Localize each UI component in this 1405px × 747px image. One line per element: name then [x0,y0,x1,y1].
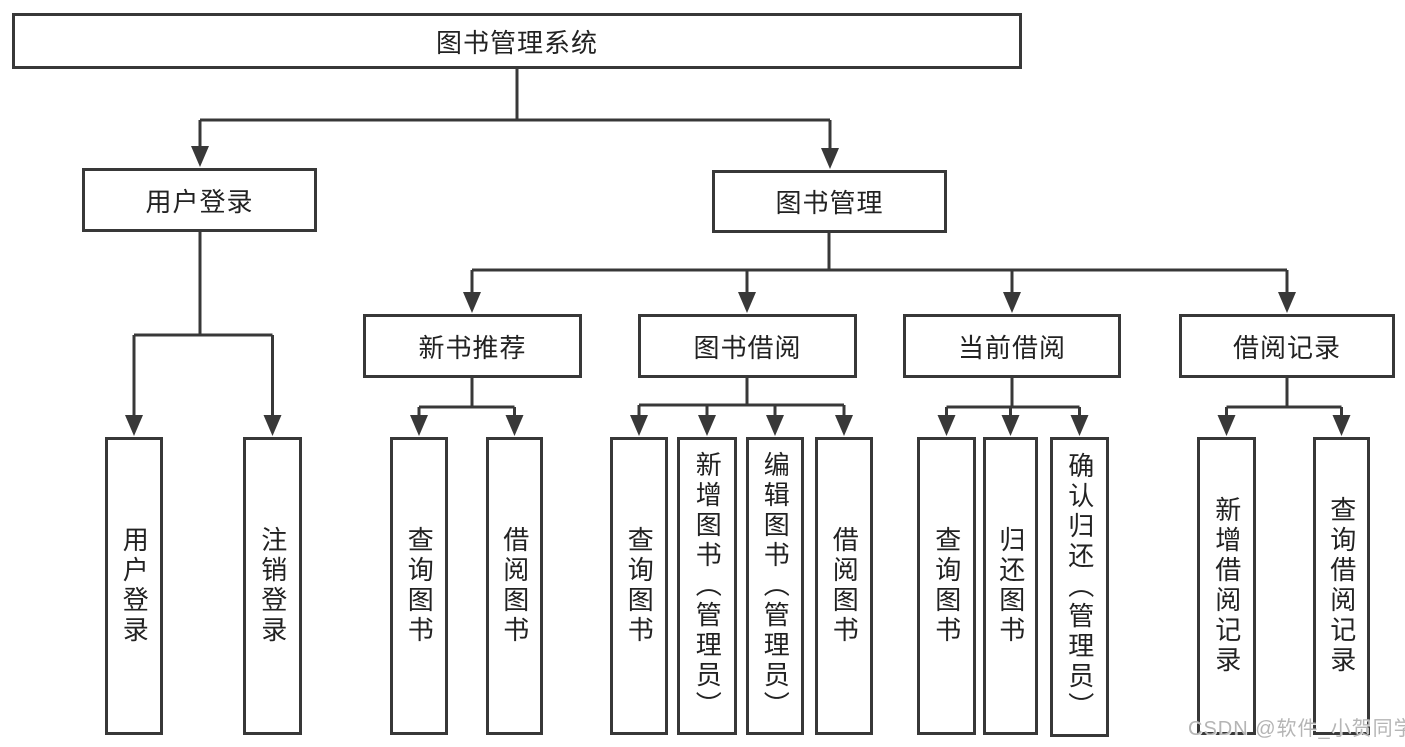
leaf-add-books-admin: 新增图书（管理员） [677,437,737,735]
leaf-borrow-books-recommend: 借阅图书 [486,437,543,735]
leaf-borrow-books: 借阅图书 [815,437,873,735]
watermark: CSDN @软件_小贺同学 [1188,718,1405,740]
leaf-query-books-recommend: 查询图书 [390,437,448,735]
leaf-query-borrow-record: 查询借阅记录 [1313,437,1370,735]
node-new-book-recommendation: 新书推荐 [363,314,582,378]
arrowhead-group [125,146,1351,436]
node-book-management: 图书管理 [712,170,947,233]
node-book-borrowing: 图书借阅 [638,314,857,378]
node-user-login: 用户登录 [82,168,317,232]
leaf-query-books-current: 查询图书 [917,437,976,735]
leaf-edit-books-admin: 编辑图书（管理员） [746,437,804,735]
leaf-user-login: 用户登录 [105,437,163,735]
leaf-confirm-return-admin: 确认归还（管理员） [1050,437,1109,737]
node-borrowing-records: 借阅记录 [1179,314,1395,378]
node-current-borrowing: 当前借阅 [903,314,1121,378]
leaf-query-books-borrow: 查询图书 [610,437,668,735]
leaf-add-borrow-record: 新增借阅记录 [1197,437,1256,735]
leaf-logout-login: 注销登录 [243,437,302,735]
leaf-return-books: 归还图书 [983,437,1038,735]
node-root: 图书管理系统 [12,13,1022,69]
